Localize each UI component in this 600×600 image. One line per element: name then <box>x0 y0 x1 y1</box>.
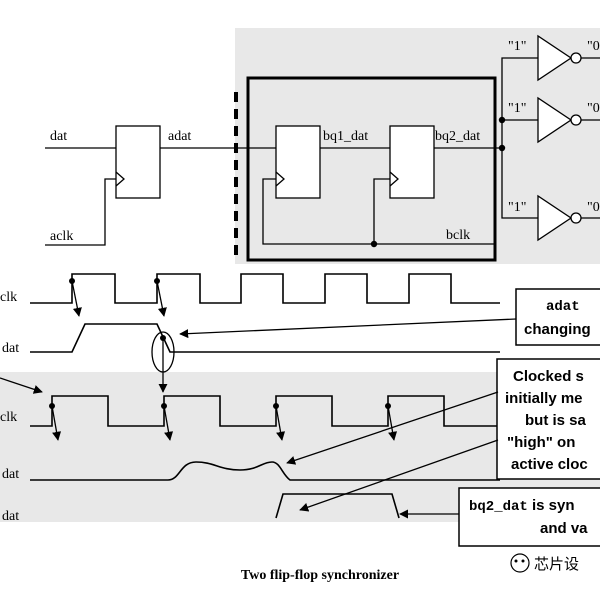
inverter-2-input-label: "1" <box>508 101 526 116</box>
wave-label-aclk: clk <box>0 290 17 305</box>
bclk-junction-dot <box>370 240 378 248</box>
input-dat-label: dat <box>50 129 67 144</box>
bq1-label: bq1_dat <box>323 129 368 144</box>
synchronizer-box <box>246 76 497 262</box>
callout-bq2-rest: is syn <box>528 497 575 514</box>
callout-adat-changing: adat changing <box>515 288 600 346</box>
adat-label: adat <box>168 129 191 144</box>
inverter-2-output-label: "0 <box>587 101 600 116</box>
wave-label-adat: dat <box>2 341 19 356</box>
callout-clocked-line-4: "high" on <box>507 434 575 451</box>
waveform-aclk <box>30 273 500 304</box>
inverter-3-output-label: "0 <box>587 200 600 215</box>
waveform-bq2 <box>275 493 400 519</box>
callout-clocked-signal: Clocked s initially me but is sa "high" … <box>496 358 600 480</box>
inverter-1-output-label: "0 <box>587 39 600 54</box>
callout-adat-word: adat <box>546 299 580 315</box>
bclk-label: bclk <box>446 228 470 243</box>
flop-adat <box>115 125 161 199</box>
watermark-text: 芯片设 <box>534 555 579 573</box>
inverter-2 <box>537 96 600 144</box>
callout-clocked-line-1: Clocked s <box>513 368 584 385</box>
flop-bq1 <box>275 125 321 199</box>
wave-label-bclk: clk <box>0 410 17 425</box>
callout-clocked-line-5: active cloc <box>511 456 588 473</box>
wave-label-bq1: dat <box>2 467 19 482</box>
waveform-bq1 <box>30 461 500 481</box>
callout-bq2-synchronized: bq2_dat is syn and va <box>458 487 600 547</box>
inverter-3-input-label: "1" <box>508 200 526 215</box>
callout-clocked-line-2: initially me <box>505 390 583 407</box>
bclk-offpage-arrow <box>0 377 43 394</box>
inverter-1-input-label: "1" <box>508 39 526 54</box>
callout-bq2-signal-word: bq2_dat <box>469 499 528 515</box>
callout-bq2-line-2: and va <box>540 520 588 537</box>
inverter-1 <box>537 34 600 82</box>
waveform-bclk <box>30 395 500 427</box>
flop-bq2 <box>389 125 435 199</box>
input-aclk-label: aclk <box>50 229 73 244</box>
callout-bq2-line-1: bq2_dat is syn <box>469 497 575 515</box>
bq2-label: bq2_dat <box>435 129 480 144</box>
watermark-logo: 芯片设 <box>510 553 579 573</box>
callout-clocked-line-3: but is sa <box>525 412 587 429</box>
inverter-junction-dot <box>498 116 506 124</box>
diagram-caption: Two flip-flop synchronizer <box>241 568 399 583</box>
wave-label-bq2: dat <box>2 509 19 524</box>
waveform-adat <box>30 323 500 353</box>
inverter-3 <box>537 194 600 242</box>
callout-adat-changing-word: changing <box>524 321 591 338</box>
